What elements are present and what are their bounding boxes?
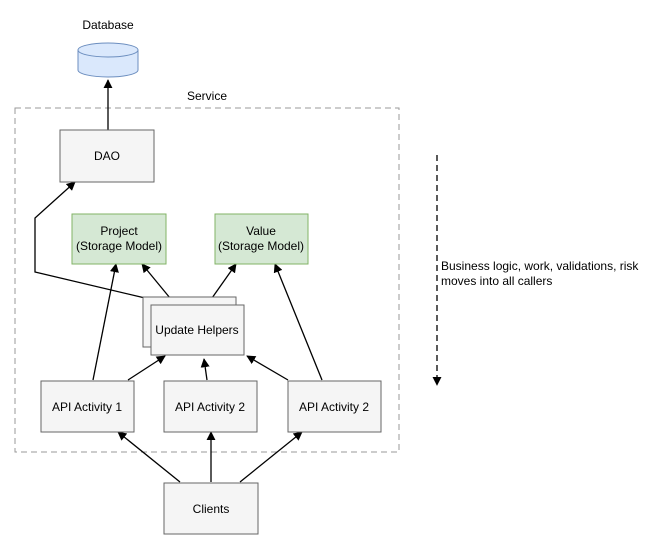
project-label-line1: Project <box>100 224 138 238</box>
database-label: Database <box>82 18 134 32</box>
edges <box>34 79 323 483</box>
api-activity-2a-label: API Activity 2 <box>175 400 245 414</box>
edge-api2a-to-helpers <box>200 358 210 381</box>
edge-api1-to-helpers <box>127 355 166 381</box>
value-label-line1: Value <box>246 224 276 238</box>
edge-api2b-to-value <box>273 263 323 381</box>
edge-helpers-to-dao <box>34 181 146 299</box>
value-node: Value (Storage Model) <box>214 213 309 265</box>
update-helpers-label: Update Helpers <box>155 323 238 337</box>
api-activity-2b-node: API Activity 2 <box>287 380 382 433</box>
database-cylinder-top <box>77 42 139 58</box>
api-activity-1-label: API Activity 1 <box>52 400 122 414</box>
edge-clients-to-api1 <box>117 431 181 483</box>
annotation-line-1: Business logic, work, validations, risk <box>441 259 639 273</box>
project-label-line2: (Storage Model) <box>76 239 162 253</box>
update-helpers-node: Update Helpers <box>142 296 245 356</box>
database-node: Database <box>77 18 139 78</box>
value-label-line2: (Storage Model) <box>218 239 304 253</box>
project-node: Project (Storage Model) <box>71 213 167 265</box>
service-label: Service <box>187 89 227 103</box>
edge-clients-to-api2b <box>239 431 303 483</box>
database-cylinder-icon <box>77 50 139 78</box>
update-helpers-front-card <box>150 304 245 356</box>
clients-label: Clients <box>193 502 230 516</box>
annotation: Business logic, work, validations, risk … <box>432 155 639 386</box>
api-activity-1-node: API Activity 1 <box>40 380 135 433</box>
edge-helpers-to-project-a <box>141 263 171 299</box>
api-activity-2b-label: API Activity 2 <box>299 400 369 414</box>
clients-node: Clients <box>163 482 259 535</box>
edge-helpers-to-value <box>211 263 237 299</box>
dao-label: DAO <box>94 149 120 163</box>
dao-node: DAO <box>59 129 155 183</box>
api-activity-2a-node: API Activity 2 <box>163 380 258 433</box>
edge-api2b-to-helpers <box>246 355 289 381</box>
edge-api1-to-project <box>92 263 119 381</box>
service-container: Service <box>14 89 400 453</box>
annotation-line-2: moves into all callers <box>441 274 552 288</box>
